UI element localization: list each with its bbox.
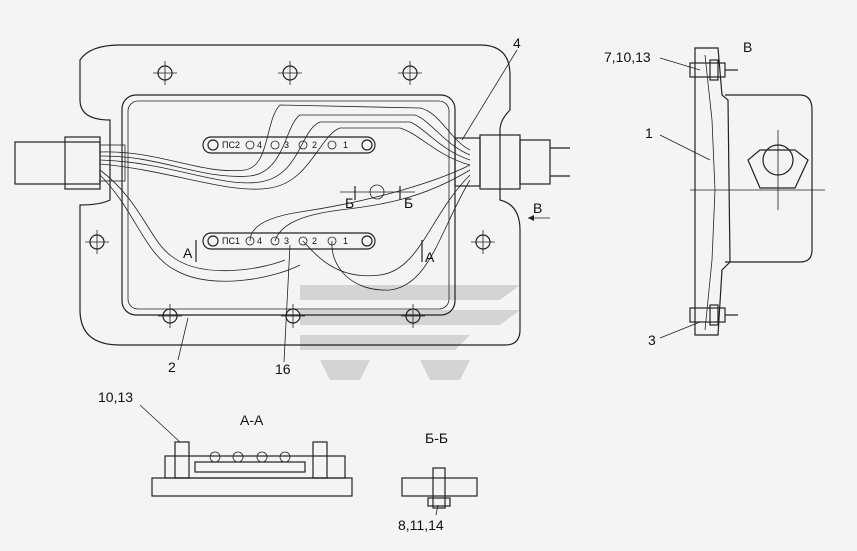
strip-top-name: ПС2: [222, 140, 240, 150]
callout-8-11-14: 8,11,14: [398, 517, 444, 533]
callout-3: 3: [648, 332, 656, 348]
callout-4: 4: [513, 35, 521, 51]
callout-7-10-13: 7,10,13: [604, 49, 651, 65]
cover-flange: [694, 47, 731, 336]
hex-nut: [747, 149, 809, 189]
strip-bottom-term: 3: [284, 236, 289, 246]
top-bolt: [689, 59, 738, 81]
view-v-arrow-label: В: [533, 200, 542, 216]
view-v-title: В: [743, 39, 752, 55]
callout-10-13: 10,13: [98, 389, 133, 405]
view-v-arrow: В: [528, 200, 550, 221]
cover-body: [725, 94, 813, 263]
housing-outline: [79, 44, 521, 346]
main-plan-view: ПС2 4 3 2 1 ПС1 4 3 2 1: [14, 35, 570, 377]
mark-b-left: Б: [345, 195, 354, 211]
section-bb: Б-Б 8,11,14: [398, 430, 478, 533]
bottom-bolt: [689, 304, 738, 326]
strip-bottom-term: 2: [312, 236, 317, 246]
section-bb-title: Б-Б: [425, 430, 448, 446]
strip-bottom-name: ПС1: [222, 236, 240, 246]
left-cable: [14, 136, 126, 190]
terminal-strip-bottom: ПС1 4 3 2 1: [202, 232, 376, 250]
terminal-strip-top: ПС2 4 3 2 1: [202, 136, 376, 154]
strip-top-term: 1: [343, 140, 348, 150]
mounting-holes: [85, 61, 495, 328]
watermark-logo: [300, 285, 520, 380]
callout-16: 16: [275, 361, 291, 377]
view-v-side: 7,10,13 В 1 3: [604, 39, 825, 348]
right-cable-gland: [454, 134, 570, 190]
strip-top-term: 2: [312, 140, 317, 150]
section-aa-title: А-А: [240, 412, 264, 428]
callout-1: 1: [645, 125, 653, 141]
aa-bolts: [174, 441, 328, 479]
strip-bottom-term: 4: [257, 236, 262, 246]
section-aa: А-А 10,13: [98, 389, 353, 497]
mark-b-right: Б: [404, 195, 413, 211]
inner-opening: [121, 94, 456, 316]
wiring: [99, 104, 471, 291]
strip-top-term: 3: [284, 140, 289, 150]
mark-a-right: А: [425, 249, 435, 265]
callout-2: 2: [168, 359, 176, 375]
strip-top-term: 4: [257, 140, 262, 150]
section-marks: А А Б Б: [183, 184, 435, 265]
strip-bottom-term: 1: [343, 236, 348, 246]
mark-a-left: А: [183, 245, 193, 261]
